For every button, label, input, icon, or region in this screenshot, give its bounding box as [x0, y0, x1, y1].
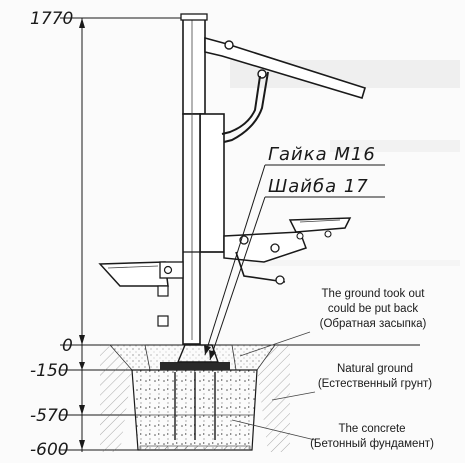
- backfill-note-en-2: could be put back: [328, 303, 418, 315]
- natural-ground-hatch: [100, 345, 290, 452]
- concrete-note-ru: (Бетонный фундамент): [310, 438, 434, 450]
- dimension-depth-570: -570: [30, 406, 69, 426]
- lever-handle: [204, 36, 366, 143]
- base-plate: [160, 344, 230, 370]
- concrete-note-en: The concrete: [338, 423, 405, 435]
- right-pedal: [223, 217, 352, 285]
- concrete-foundation: [131, 369, 258, 451]
- natural-ground-note-en: Natural ground: [337, 363, 413, 375]
- washer-label: Шайба 17: [268, 176, 369, 197]
- annotation-leaders: [231, 331, 316, 441]
- dimension-top: 1770: [30, 9, 73, 29]
- dimension-depth-600: -600: [30, 440, 69, 460]
- nut-label: Гайка М16: [268, 144, 376, 165]
- main-post: [182, 17, 225, 345]
- backfill-note-ru: (Обратная засыпка): [320, 318, 427, 330]
- left-pedal: [98, 261, 184, 327]
- washer-leader: [209, 196, 385, 361]
- nut-leader: [204, 164, 385, 356]
- backfill-note-en-1: The ground took out: [322, 288, 426, 300]
- natural-ground-note-ru: (Естественный грунт): [318, 378, 432, 390]
- post-cap: [180, 13, 208, 21]
- dimension-depth-150: -150: [30, 361, 69, 381]
- dimension-ground: 0: [62, 336, 73, 356]
